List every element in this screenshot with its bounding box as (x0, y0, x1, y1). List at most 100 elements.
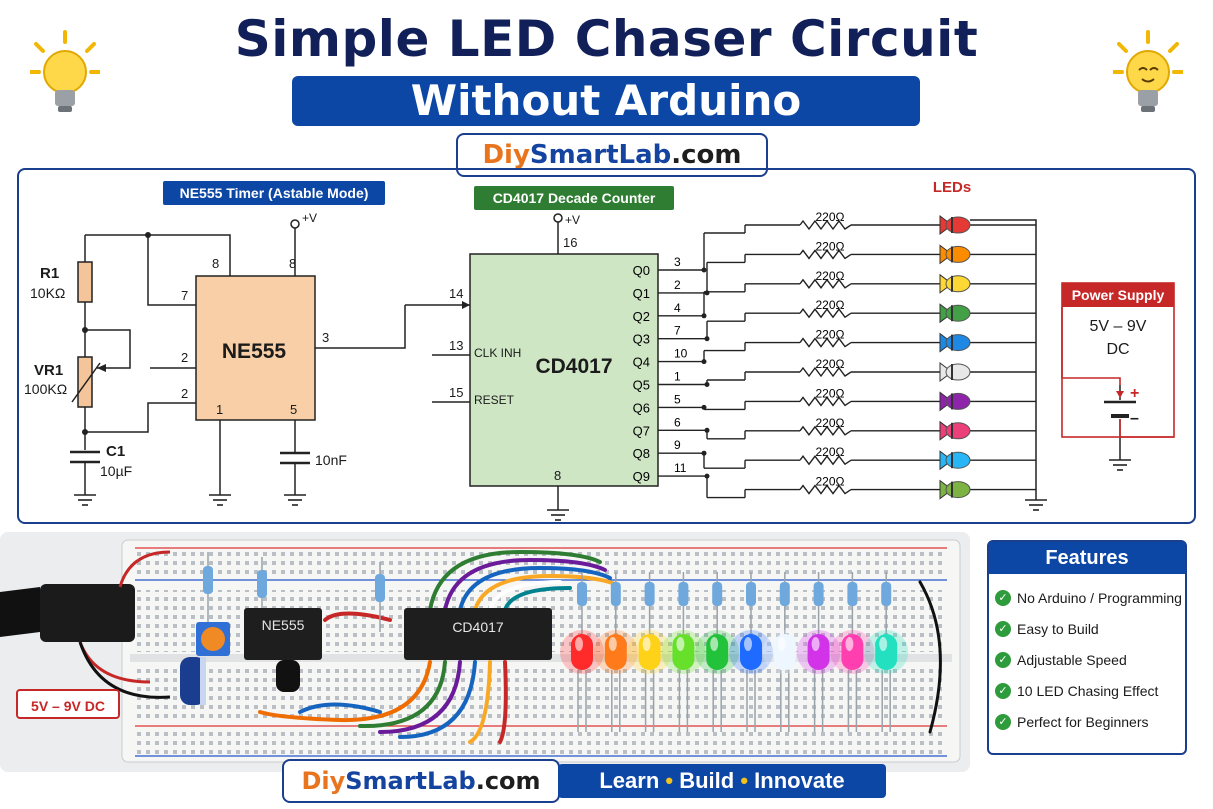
cd4017-caption-box (474, 186, 674, 210)
ne555-pin-7: 7 (181, 288, 188, 303)
photo-led-highlight (710, 637, 719, 651)
feature-text: No Arduino / Programming (1017, 589, 1182, 606)
feature-item: ✓Perfect for Beginners (995, 706, 1185, 737)
capacitor-c2 (280, 451, 310, 465)
features-panel: Features ✓ No Arduino / Programming ✓ Easy… (987, 540, 1187, 755)
output-pin-number: 2 (674, 278, 681, 292)
tagline-innovate: Innovate (754, 768, 845, 793)
photo-resistor (712, 582, 723, 606)
check-icon: ✓ (995, 620, 1011, 637)
output-q-label: Q4 (633, 355, 650, 370)
feature-item: ✓10 LED Chasing Effect (995, 675, 1185, 706)
junction-dot (704, 473, 710, 479)
led-dome (945, 422, 971, 440)
resistor-value-label: 220Ω (816, 475, 845, 489)
ne555-pin-8b: 8 (289, 256, 296, 271)
feature-text: Easy to Build (1017, 620, 1099, 637)
resistor-value-label: 220Ω (816, 445, 845, 459)
c1-value: 10µF (100, 463, 132, 479)
brand-part-com: .com (671, 140, 742, 170)
cd4017-pin-15: 15 (449, 385, 463, 400)
resistor-value-label: 220Ω (816, 269, 845, 283)
cd4017-chip-photo-label: CD4017 (452, 619, 504, 635)
battery-plus: + (1130, 385, 1139, 402)
check-icon: ✓ (995, 651, 1011, 668)
clock-arrow (462, 301, 470, 309)
footer-brand-com: .com (475, 767, 541, 795)
photo-led-highlight (575, 637, 583, 651)
junction-dot (704, 382, 710, 387)
clk-inh-label: CLK INH (474, 346, 521, 360)
resistor-220 (799, 484, 852, 495)
wire-clock (315, 305, 406, 349)
photo-resistor (644, 582, 655, 606)
schematic-diagram: Q03220ΩQ12220ΩQ24220ΩQ37220ΩQ410220ΩQ512… (24, 179, 1175, 521)
photo-leds (560, 572, 909, 732)
electrolytic-capacitor-photo (180, 657, 206, 705)
cd4017-label: CD4017 (535, 355, 612, 378)
features-title: Features (989, 542, 1185, 574)
ne555-chip-body (195, 275, 316, 421)
photo-led-highlight (676, 637, 685, 651)
tagline-separator: • (665, 768, 674, 793)
resistor-220 (799, 308, 852, 319)
power-supply-title: Power Supply (1072, 287, 1165, 303)
output-pin-number: 5 (674, 392, 681, 406)
breadboard-photo: NE555 CD4017 (0, 532, 970, 772)
resistor-220 (799, 278, 852, 289)
ne555-caption: NE555 Timer (Astable Mode) (180, 185, 369, 201)
output-q-label: Q0 (633, 263, 650, 278)
led-dome (945, 245, 971, 263)
tagline-separator: • (740, 768, 749, 793)
led-dome (945, 216, 971, 234)
output-pin-number: 7 (674, 324, 681, 338)
output-q-label: Q8 (633, 446, 650, 461)
resistor-220 (799, 425, 852, 436)
tagline-learn: Learn (599, 768, 660, 793)
wire-pin2-threshold (85, 402, 196, 433)
photo-resistor (678, 582, 689, 606)
ne555-pin-2b: 2 (181, 386, 188, 401)
output-pin-number: 10 (674, 347, 688, 361)
wire-pot-loop (85, 329, 131, 369)
feature-item: ✓ Easy to Build (995, 613, 1185, 644)
output-pin-number: 6 (674, 415, 681, 429)
photo-led-highlight (879, 637, 888, 651)
power-supply-dc: DC (1106, 341, 1129, 358)
cd4017-pin-14: 14 (449, 286, 463, 301)
photo-resistor (881, 582, 892, 606)
resistor-value-label: 220Ω (816, 386, 845, 400)
output-pin-number: 1 (674, 370, 681, 384)
photo-resistor (746, 582, 756, 606)
photo-led-highlight (777, 637, 786, 651)
output-channels: Q03220ΩQ12220ΩQ24220ΩQ37220ΩQ410220ΩQ512… (633, 210, 1036, 500)
ne555-pin-5: 5 (290, 402, 297, 417)
junction-dot (704, 427, 710, 433)
footer-brand-diy: Diy (301, 767, 346, 795)
cd4017-pin-16: 16 (563, 235, 577, 250)
resistor-220 (799, 396, 852, 407)
output-pin-number: 3 (674, 255, 681, 269)
led-dome (945, 363, 971, 381)
dc-jack (40, 584, 135, 642)
feature-item: ✓ No Arduino / Programming (995, 582, 1185, 613)
photo-led-highlight (642, 637, 651, 651)
led-dome (945, 451, 971, 469)
schematic-frame (17, 168, 1196, 524)
check-icon: ✓ (995, 589, 1011, 606)
junction-dot (701, 450, 707, 456)
resistor-value-label: 220Ω (816, 298, 845, 312)
led-dome (945, 334, 971, 352)
c2-value: 10nF (315, 452, 347, 468)
output-pin-number: 11 (674, 461, 687, 475)
brand-part-smartlab: SmartLab (529, 140, 672, 170)
ne555-label: NE555 (222, 340, 287, 363)
led-dome (945, 275, 971, 293)
potentiometer-vr1 (77, 356, 93, 408)
leds-caption: LEDs (933, 179, 971, 196)
cd4017-pin-13: 13 (449, 338, 463, 353)
ne555-caption-box (163, 181, 385, 205)
tagline: Learn • Build • Innovate (558, 764, 886, 798)
vcc-terminal-ne555 (290, 219, 300, 229)
vr1-value: 100KΩ (24, 381, 67, 397)
